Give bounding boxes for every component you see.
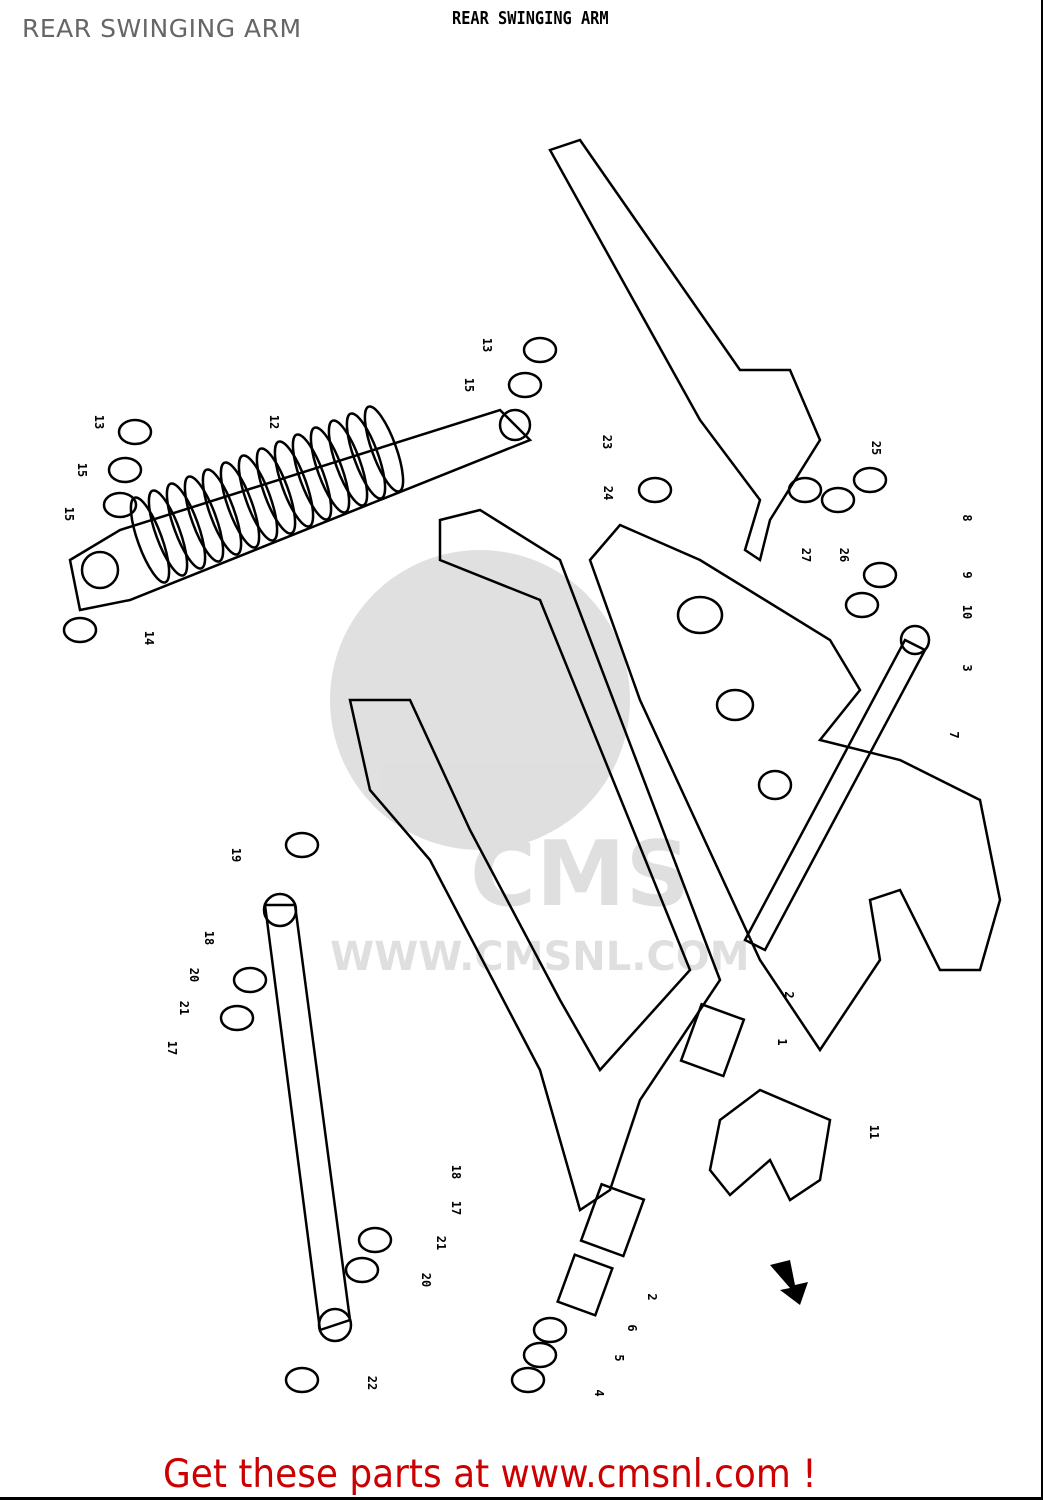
callout-label: 21 bbox=[177, 1001, 191, 1015]
spring-coil bbox=[309, 426, 351, 514]
watermark-logo: CMS WWW.CMSNL.COM bbox=[330, 550, 750, 980]
washer-nut bbox=[62, 616, 98, 644]
chain-guard bbox=[548, 138, 822, 563]
cmsnl-link[interactable]: Get these parts at www.cmsnl.com ! bbox=[163, 1452, 817, 1497]
washer-nut bbox=[862, 561, 898, 589]
spring-coil bbox=[129, 496, 171, 584]
washer-nut bbox=[522, 1341, 558, 1369]
washer-nut bbox=[510, 1366, 546, 1394]
washer-nut bbox=[284, 831, 320, 859]
callout-label: 18 bbox=[449, 1165, 463, 1179]
callout-label: 25 bbox=[869, 441, 883, 455]
washer-nut bbox=[284, 1366, 320, 1394]
callout-label: 20 bbox=[419, 1273, 433, 1287]
washer-nut bbox=[357, 1226, 393, 1254]
spring-coil bbox=[273, 440, 315, 528]
washer-nut bbox=[107, 456, 143, 484]
callout-label: 18 bbox=[202, 931, 216, 945]
callout-label: 13 bbox=[480, 338, 494, 352]
callout-label: 20 bbox=[187, 968, 201, 982]
callout-label: 14 bbox=[142, 631, 156, 645]
pivot-bolt bbox=[743, 638, 927, 952]
washer-nut bbox=[219, 1004, 255, 1032]
callout-label: 3 bbox=[960, 664, 974, 671]
callout-label: 7 bbox=[947, 731, 961, 738]
washer-nut bbox=[522, 336, 558, 364]
callout-label: 11 bbox=[867, 1125, 881, 1139]
spring-coil bbox=[255, 447, 297, 535]
washer-nut bbox=[344, 1256, 380, 1284]
frame-border bbox=[0, 1497, 1043, 1500]
callout-label: 27 bbox=[799, 548, 813, 562]
callout-label: 15 bbox=[462, 378, 476, 392]
swing-arm bbox=[348, 508, 722, 1212]
callout-label: 9 bbox=[960, 571, 974, 578]
spring-coil bbox=[291, 433, 333, 521]
washer-nut bbox=[117, 418, 153, 446]
callout-label: 6 bbox=[625, 1324, 639, 1331]
callout-label: 4 bbox=[592, 1389, 606, 1396]
callout-label: 17 bbox=[449, 1201, 463, 1215]
svg-text:CMS: CMS bbox=[470, 822, 690, 927]
callout-label: 15 bbox=[75, 463, 89, 477]
spring-coil bbox=[327, 419, 369, 507]
front-arrow-icon bbox=[770, 1260, 808, 1305]
rear-plate bbox=[588, 523, 1002, 1053]
spring-coil bbox=[147, 489, 189, 577]
washer-nut bbox=[852, 466, 888, 494]
washer-nut bbox=[787, 476, 823, 504]
callout-label: 10 bbox=[960, 605, 974, 619]
callout-label: 19 bbox=[229, 848, 243, 862]
callout-label: 15 bbox=[62, 507, 76, 521]
frame-border bbox=[1041, 0, 1043, 1500]
callout-label: 8 bbox=[960, 514, 974, 521]
spring-coil bbox=[345, 412, 387, 500]
chain-adjuster-block bbox=[708, 1088, 832, 1202]
spring-coil bbox=[201, 468, 243, 556]
cta-link[interactable]: Get these parts at www.cmsnl.com ! bbox=[163, 1452, 817, 1497]
page-title: REAR SWINGING ARM bbox=[22, 14, 302, 43]
callout-label: 12 bbox=[267, 415, 281, 429]
callout-label: 21 bbox=[434, 1236, 448, 1250]
spring-coil bbox=[183, 475, 225, 563]
washer-nut bbox=[507, 371, 543, 399]
callout-label: 22 bbox=[365, 1376, 379, 1390]
shock-absorber bbox=[68, 405, 533, 612]
washer-nut bbox=[820, 486, 856, 514]
callout-label: 1 bbox=[775, 1038, 789, 1045]
washer-nut bbox=[637, 476, 673, 504]
washer-nut bbox=[102, 491, 138, 519]
spring-coil bbox=[363, 405, 405, 493]
spring-coil bbox=[237, 454, 279, 542]
spring-coil bbox=[219, 461, 261, 549]
callout-label: 2 bbox=[782, 991, 796, 998]
callout-label: 17 bbox=[165, 1041, 179, 1055]
callout-label: 23 bbox=[600, 435, 614, 449]
callout-label: 2 bbox=[645, 1293, 659, 1300]
diagram-title: REAR SWINGING ARM bbox=[452, 8, 609, 29]
washer-nut bbox=[232, 966, 268, 994]
callout-label: 24 bbox=[601, 486, 615, 500]
spring-coil bbox=[165, 482, 207, 570]
callout-label: 26 bbox=[837, 548, 851, 562]
washer-nut bbox=[844, 591, 880, 619]
washer-nut bbox=[532, 1316, 568, 1344]
callout-label: 13 bbox=[92, 415, 106, 429]
callout-label: 5 bbox=[612, 1354, 626, 1361]
